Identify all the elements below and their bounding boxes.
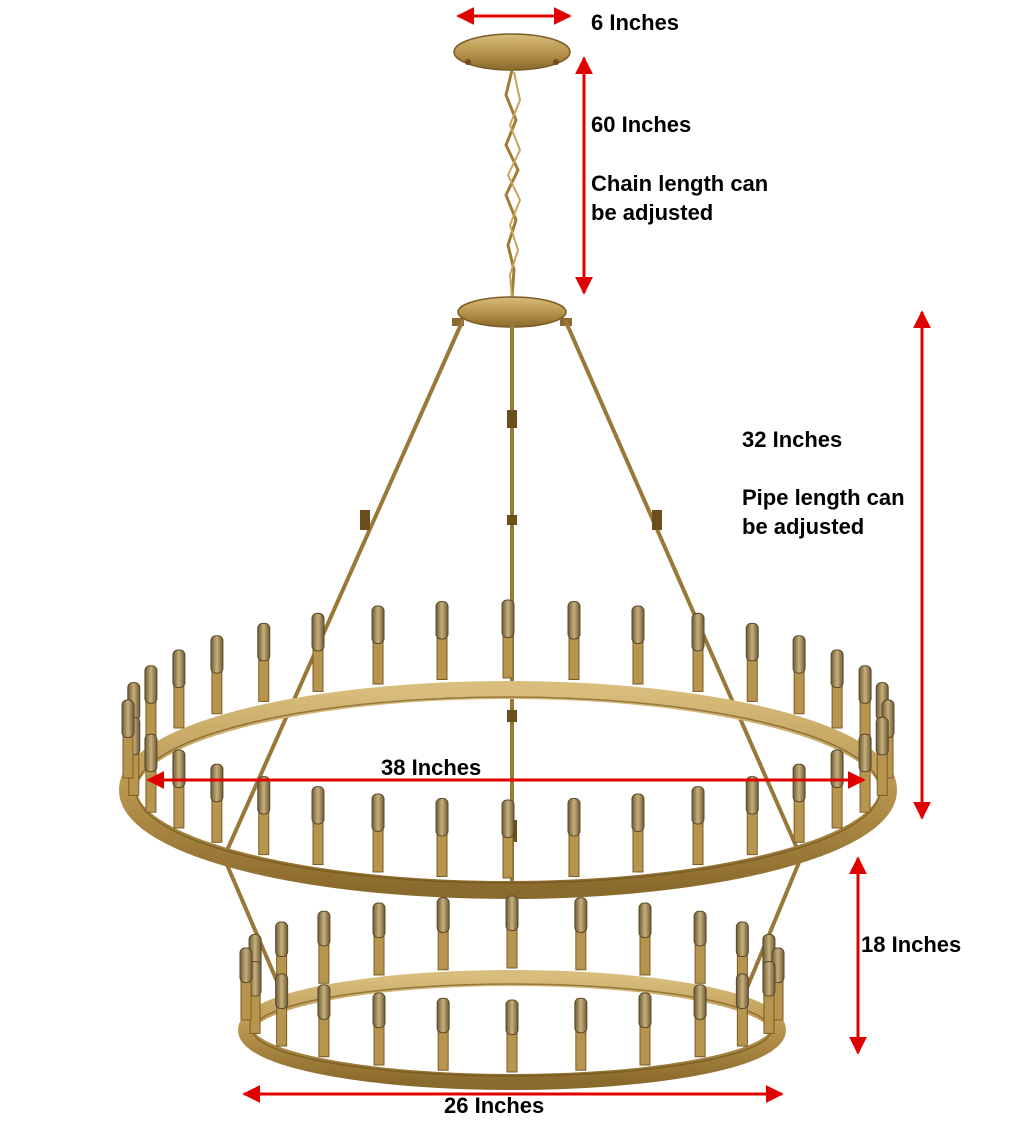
ceiling-canopy [453,33,571,71]
upper-ring-candle [257,776,271,856]
lower-ring-candle [574,897,588,971]
upper-ring-front-candles [121,699,895,879]
chain-note-line2: be adjusted [591,200,714,225]
upper-ring-candle [875,716,889,796]
upper-ring-candle [792,763,806,843]
upper-ring-candle [210,763,224,843]
upper-ring-candle [501,799,515,879]
upper-ring-back-candles [127,599,889,762]
upper-ring-candle [745,622,759,702]
lower-ring-candle [317,984,331,1058]
upper-ring-candle [172,749,186,829]
upper-ring-candle [371,793,385,873]
lower-ring-candle [735,973,749,1047]
chain-note-line1: Chain length can [591,171,769,196]
dimension-arrows [146,7,931,1103]
upper-ring-candle [311,786,325,866]
upper-ring-candle [745,776,759,856]
chain-length-label: 60 Inches [591,112,692,137]
upper-ring-candle [830,649,844,729]
upper-ring-candle [830,749,844,829]
lower-ring-candle [505,895,519,969]
lower-ring-candle [275,973,289,1047]
upper-ring-candle [631,793,645,873]
canopy-width-label: 6 Inches [591,10,680,35]
upper-ring-candle [435,601,449,681]
upper-ring-candle [144,733,158,813]
lower-ring-candle [693,910,707,984]
upper-ring-candle [121,699,135,779]
lower-ring-candle [239,947,253,1021]
lower-ring-front-candles [239,947,785,1073]
pipe-note-line1: Pipe length can [742,485,905,510]
upper-diameter-label: 38 Inches [381,755,482,780]
upper-ring-candle [257,622,271,702]
upper-ring-candle [792,635,806,715]
upper-ring-candle [172,649,186,729]
pipe-note-line2: be adjusted [742,514,865,539]
upper-ring-candle [691,786,705,866]
lower-ring-candle [372,992,386,1066]
upper-ring-candle [501,599,515,679]
lower-ring-candle [762,960,776,1034]
lower-ring-candle [638,992,652,1066]
upper-ring-candle [435,797,449,877]
lower-height-label: 18 Inches [861,932,962,957]
lower-ring-candle [372,902,386,976]
upper-ring-candle [691,612,705,692]
upper-ring-candle [567,601,581,681]
lower-ring-candle [436,897,450,971]
lower-ring-candle [436,997,450,1071]
upper-ring-candle [858,733,872,813]
lower-ring-candle [638,902,652,976]
lower-ring-candle [693,984,707,1058]
upper-ring-candle [144,665,158,745]
upper-ring-candle [210,635,224,715]
upper-ring-candle [631,605,645,685]
upper-ring-candle [371,605,385,685]
lower-ring-candle [317,910,331,984]
upper-ring-candle [567,797,581,877]
lower-diameter-label: 26 Inches [444,1093,545,1118]
upper-ring-candle [858,665,872,745]
upper-ring-candle [311,612,325,692]
pipe-length-label: 32 Inches [742,427,843,452]
lower-ring-candle [505,999,519,1073]
hanging-chain [504,69,522,299]
top-hub [452,296,572,328]
lower-ring-candle [574,997,588,1071]
